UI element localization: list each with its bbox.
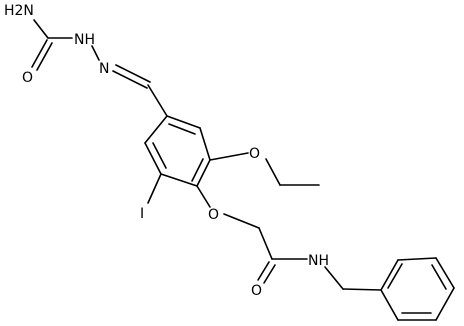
bond-ring-o-acetamide [196, 185, 211, 208]
bond-ring-o-ethoxy [209, 152, 249, 161]
bond-ch-ring [147, 84, 168, 117]
phenyl-bond-3-inner [431, 264, 447, 290]
label-o-ethoxy: O [249, 146, 260, 162]
phenyl-bond-1-inner [387, 263, 403, 289]
label-h2n: H2N [4, 3, 34, 19]
label-n-imine: N [99, 61, 109, 77]
ring-bond-3 [196, 159, 211, 187]
bond-o-ch2-ac [223, 213, 260, 229]
bond-h2n-c [33, 19, 49, 39]
ring-bond-5-inner [152, 142, 167, 169]
phenyl-bond-3 [435, 257, 455, 289]
bond-co-o-1 [257, 261, 270, 281]
ring-bond-1-inner [168, 123, 196, 135]
ring-bond-4 [160, 173, 198, 187]
label-nh-hydrazide: NH [74, 32, 95, 48]
bond-nh-n [91, 45, 100, 61]
bond-ch2-co [258, 227, 273, 260]
ring-bond-2 [199, 127, 211, 161]
label-o-acetamide: O [208, 207, 219, 223]
label-iodo: I [140, 206, 144, 222]
bond-c-o-2 [36, 42, 53, 71]
bond-o-ch2 [265, 158, 281, 186]
ring-bond-3-inner [191, 158, 204, 182]
ring-bond-1 [166, 115, 201, 129]
phenyl-bond-6 [380, 289, 399, 321]
ring-bond-5 [144, 142, 162, 175]
bond-nh-ch2 [324, 266, 344, 290]
label-o-carbonyl-amide: O [251, 283, 262, 299]
bond-c-o-1 [31, 39, 48, 68]
bond-ch2-phenyl [342, 288, 382, 291]
phenyl-bond-1 [380, 259, 399, 291]
bond-ring-i [147, 173, 162, 204]
label-o-carbonyl-top: O [22, 70, 33, 86]
bond-n-ch-2 [115, 64, 151, 83]
bond-n-ch-1 [112, 70, 148, 89]
label-nh-amide: NH [308, 253, 329, 269]
ring-bond-6 [144, 115, 168, 144]
phenyl-bond-4 [435, 287, 455, 321]
phenyl-bond-2 [397, 257, 437, 261]
bond-co-o-2 [263, 264, 276, 284]
